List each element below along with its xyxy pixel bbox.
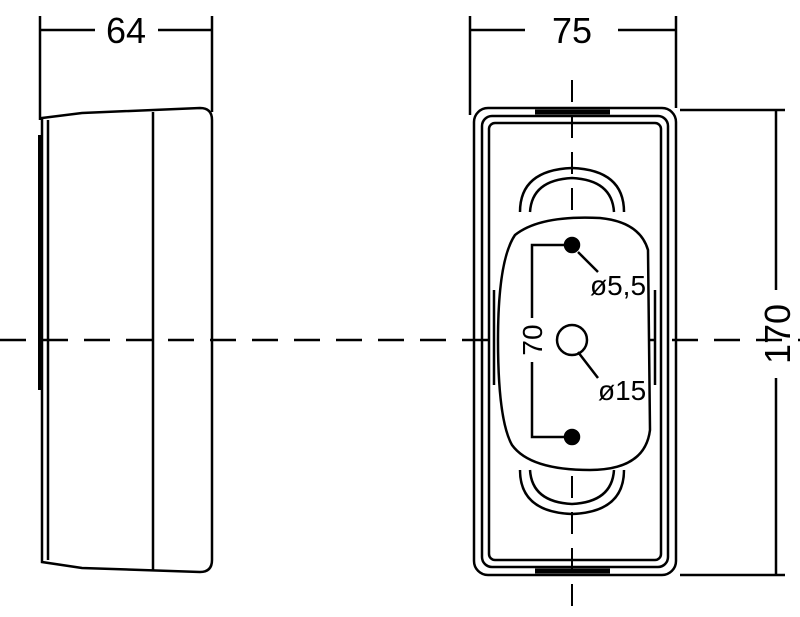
front-view [468, 16, 785, 577]
side-view [38, 16, 214, 574]
hole-spacing-label: 70 [517, 324, 548, 355]
small-hole-label: ø5,5 [590, 270, 646, 301]
front-height-label: 170 [757, 304, 798, 364]
side-width-label: 64 [106, 10, 146, 51]
mounting-plate [496, 216, 652, 472]
front-width-label: 75 [552, 10, 592, 51]
large-hole-label: ø15 [598, 375, 646, 406]
